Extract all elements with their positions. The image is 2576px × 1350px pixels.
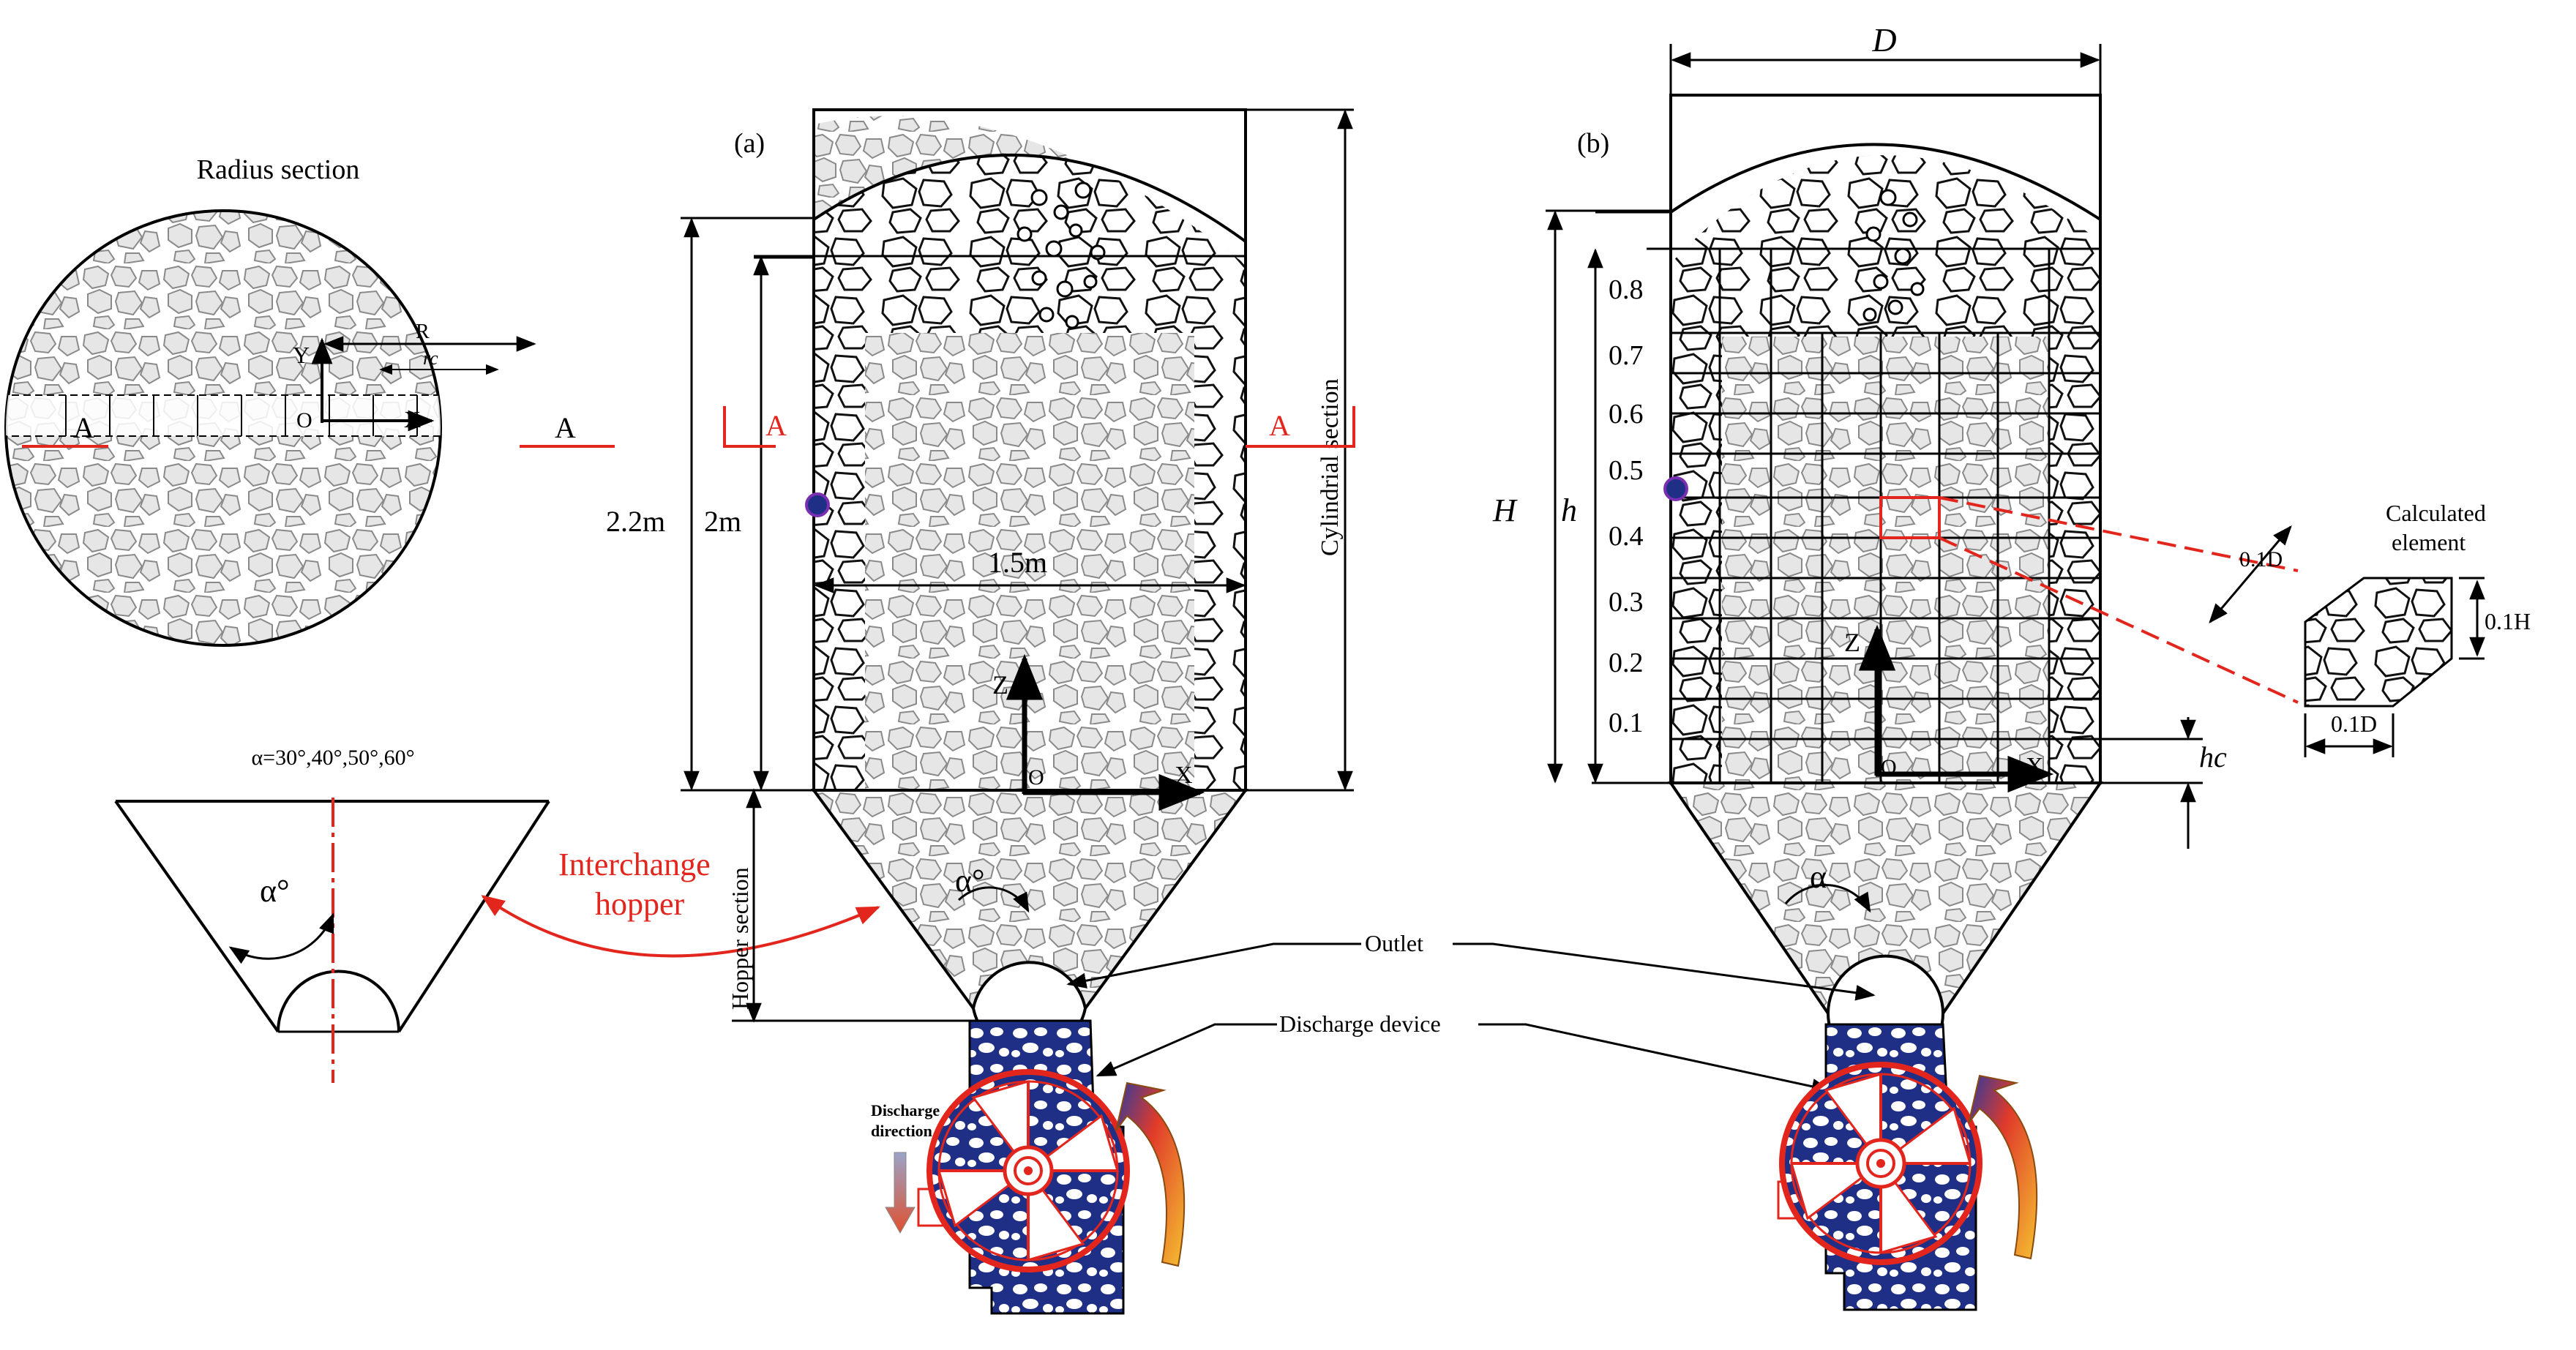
cone-alpha-label: α° bbox=[260, 873, 290, 909]
dim-2-2m: 2.2m bbox=[606, 505, 665, 538]
dim-h-label: h bbox=[1561, 492, 1577, 528]
silo-a-o-label: O bbox=[1028, 765, 1044, 790]
section-a-marker-left: A bbox=[765, 409, 787, 442]
discharge-direction-arrow bbox=[885, 1152, 916, 1234]
elem-0.1D-top: 0.1D bbox=[2239, 547, 2283, 571]
radius-origin-label: O bbox=[296, 408, 312, 432]
leader-top bbox=[1939, 496, 2299, 572]
dim-D-label: D bbox=[1871, 21, 1896, 59]
interchange-label-line2: hopper bbox=[595, 886, 685, 922]
interchange-arrow bbox=[481, 895, 880, 958]
tick-0.6: 0.6 bbox=[1609, 399, 1644, 430]
radius-section-title: Radius section bbox=[197, 154, 360, 185]
silo-b-o-label: O bbox=[1881, 755, 1897, 779]
silo-b-x-label: X bbox=[2026, 753, 2044, 780]
calculated-element-box bbox=[1879, 496, 1941, 539]
panel-b-label: (b) bbox=[1577, 128, 1609, 159]
silo-a-alpha-label: α° bbox=[955, 863, 985, 899]
silo-b: (b) D bbox=[1492, 21, 2227, 1073]
section-a-right-label: A bbox=[555, 411, 576, 444]
rotation-arrow-a bbox=[1115, 1081, 1186, 1267]
tick-0.1: 0.1 bbox=[1609, 708, 1644, 738]
section-a-marker-right: A bbox=[1269, 409, 1290, 442]
radius-section: Radius section A A Y X O R rc bbox=[4, 154, 615, 647]
elem-0.1H: 0.1H bbox=[2485, 608, 2531, 634]
silo-a-z-label: Z bbox=[992, 670, 1008, 700]
calculation-grid bbox=[1671, 249, 2100, 783]
leader-bottom bbox=[1939, 536, 2299, 704]
discharge-direction-label-1: Discharge bbox=[871, 1101, 940, 1120]
callouts: Outlet Discharge device bbox=[1066, 930, 1876, 1095]
tick-0.7: 0.7 bbox=[1609, 340, 1644, 371]
dim-H-label: H bbox=[1492, 492, 1518, 528]
tick-0.3: 0.3 bbox=[1609, 587, 1644, 618]
calculated-element-label-2: element bbox=[2392, 529, 2465, 555]
tick-0.4: 0.4 bbox=[1609, 521, 1644, 552]
calculated-element-detail: 0.1D 0.1H 0.1D Calculated element bbox=[1939, 496, 2531, 757]
hopper-section-label: Hopper section bbox=[727, 867, 753, 1010]
dim-hc-label: hc bbox=[2199, 740, 2227, 773]
hopper-cone-detail: α=30°,40°,50°,60° α° Interchange hopper bbox=[114, 746, 880, 1083]
height-tick-labels: 0.8 0.7 0.6 0.5 0.4 0.3 0.2 0.1 bbox=[1609, 274, 1644, 738]
tick-0.8: 0.8 bbox=[1609, 274, 1644, 305]
discharge-direction-label-2: direction bbox=[871, 1122, 932, 1140]
tick-0.5: 0.5 bbox=[1609, 455, 1644, 486]
outlet-label: Outlet bbox=[1365, 930, 1423, 956]
silo-b-alpha-label: α bbox=[1810, 859, 1827, 895]
tick-0.2: 0.2 bbox=[1609, 648, 1644, 678]
silo-b-z-label: Z bbox=[1844, 628, 1860, 657]
interchange-label-line1: Interchange bbox=[558, 847, 711, 882]
radius-R-label: R bbox=[416, 320, 430, 343]
silo-a: (a) 2.2m 2m 1.5m bbox=[606, 108, 1355, 1056]
tracer-particle-a bbox=[805, 492, 830, 517]
silo-a-x-label: X bbox=[1175, 762, 1193, 789]
cylindrical-section-label: Cylindrial section bbox=[1317, 378, 1344, 556]
discharge-device-label: Discharge device bbox=[1279, 1010, 1441, 1037]
radius-x-label: X bbox=[404, 406, 421, 432]
discharge-device-a: Discharge direction bbox=[871, 1019, 1186, 1315]
radius-rc-label: rc bbox=[423, 348, 438, 369]
rotation-arrow-b bbox=[1968, 1074, 2038, 1260]
discharge-device-b bbox=[1777, 1023, 2038, 1311]
radius-y-label: Y bbox=[293, 342, 310, 368]
panel-a-label: (a) bbox=[734, 128, 765, 159]
dim-1-5m: 1.5m bbox=[988, 546, 1047, 579]
calculated-element-label-1: Calculated bbox=[2386, 500, 2486, 526]
alpha-values-label: α=30°,40°,50°,60° bbox=[251, 746, 414, 770]
elem-0.1D-bottom: 0.1D bbox=[2331, 710, 2377, 737]
section-a-left-label: A bbox=[73, 411, 94, 444]
tracer-particle-b bbox=[1663, 476, 1688, 501]
dim-2m: 2m bbox=[704, 505, 741, 538]
